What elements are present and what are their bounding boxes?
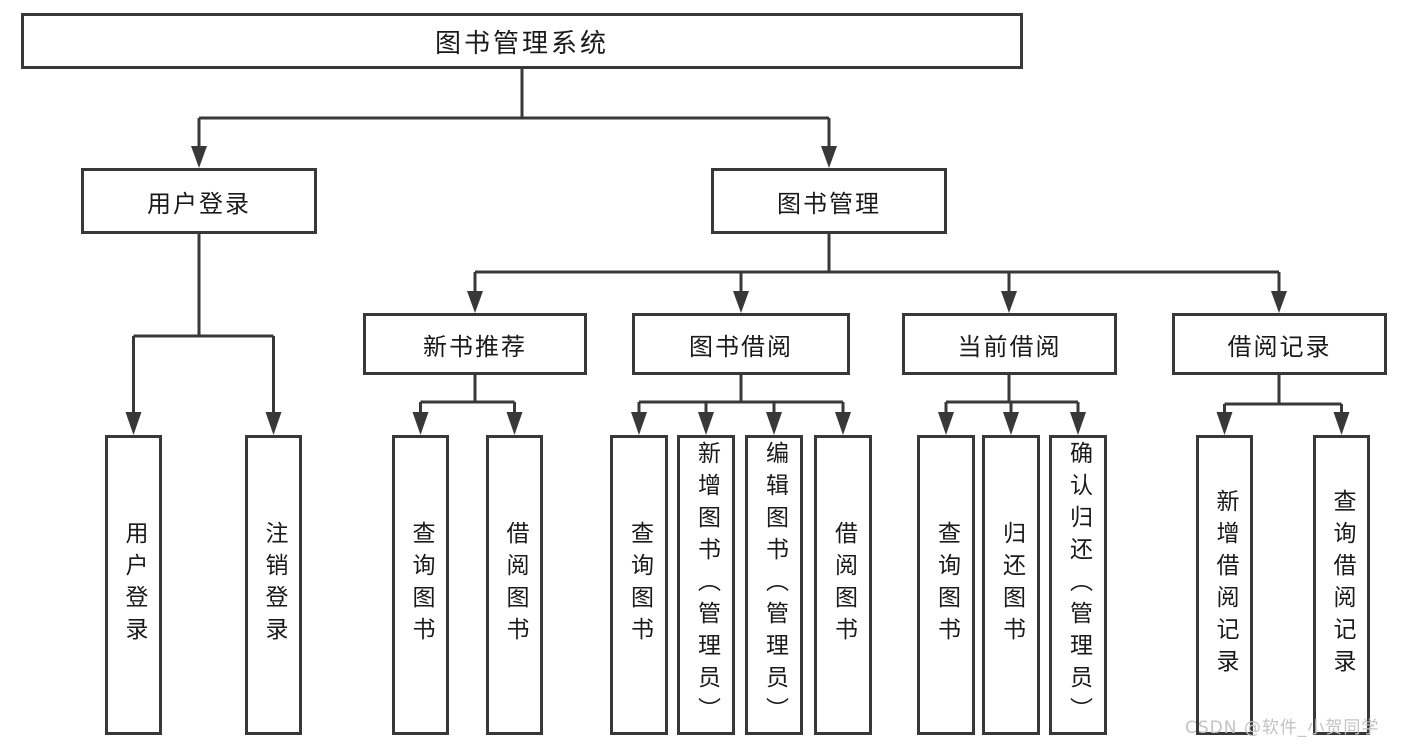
leaf-cb-confirm-return-admin: 确认归还（管理员） — [1049, 435, 1107, 735]
connector-book-mgmt-to-level3 — [467, 234, 1287, 313]
leaf-bb-borrow-books: 借阅图书 — [814, 435, 872, 735]
connector-user-login-to-leaves — [125, 234, 282, 435]
node-new-book-recommend-label: 新书推荐 — [423, 332, 527, 361]
node-user-login-label: 用户登录 — [147, 189, 251, 218]
leaf-nb-query-books: 查询图书 — [392, 435, 449, 735]
node-current-borrow-label: 当前借阅 — [957, 332, 1062, 361]
node-book-borrow-label: 图书借阅 — [689, 332, 793, 361]
leaf-bb-edit-books-admin: 编辑图书（管理员） — [745, 435, 803, 735]
leaf-logout: 注销登录 — [245, 435, 302, 735]
node-new-book-recommend: 新书推荐 — [363, 313, 587, 375]
node-library-system-label: 图书管理系统 — [434, 28, 609, 59]
node-borrow-records: 借阅记录 — [1172, 313, 1387, 375]
leaf-rec-add-record: 新增借阅记录 — [1196, 435, 1253, 735]
node-book-management-label: 图书管理 — [777, 189, 881, 218]
connector-borrow-records-to-leaves — [1216, 375, 1350, 435]
node-book-borrow: 图书借阅 — [632, 313, 850, 375]
node-current-borrow: 当前借阅 — [902, 313, 1117, 375]
node-borrow-records-label: 借阅记录 — [1227, 332, 1332, 361]
leaf-bb-query-books: 查询图书 — [610, 435, 668, 735]
leaf-cb-query-books: 查询图书 — [917, 435, 975, 735]
connector-new-book-to-leaves — [412, 375, 523, 435]
connector-root-to-level2 — [191, 69, 837, 168]
csdn-watermark: CSDN @软件_小贺同学 — [1185, 718, 1380, 738]
node-book-management: 图书管理 — [711, 168, 947, 234]
node-library-system: 图书管理系统 — [21, 13, 1023, 69]
connector-current-borrow-to-leaves — [938, 375, 1086, 435]
node-user-login: 用户登录 — [81, 168, 317, 234]
leaf-nb-borrow-books: 借阅图书 — [486, 435, 543, 735]
leaf-rec-query-record: 查询借阅记录 — [1313, 435, 1370, 735]
leaf-cb-return-books: 归还图书 — [982, 435, 1040, 735]
leaf-bb-add-books-admin: 新增图书（管理员） — [677, 435, 735, 735]
connector-book-borrow-to-leaves — [631, 375, 851, 435]
leaf-user-login: 用户登录 — [105, 435, 162, 735]
